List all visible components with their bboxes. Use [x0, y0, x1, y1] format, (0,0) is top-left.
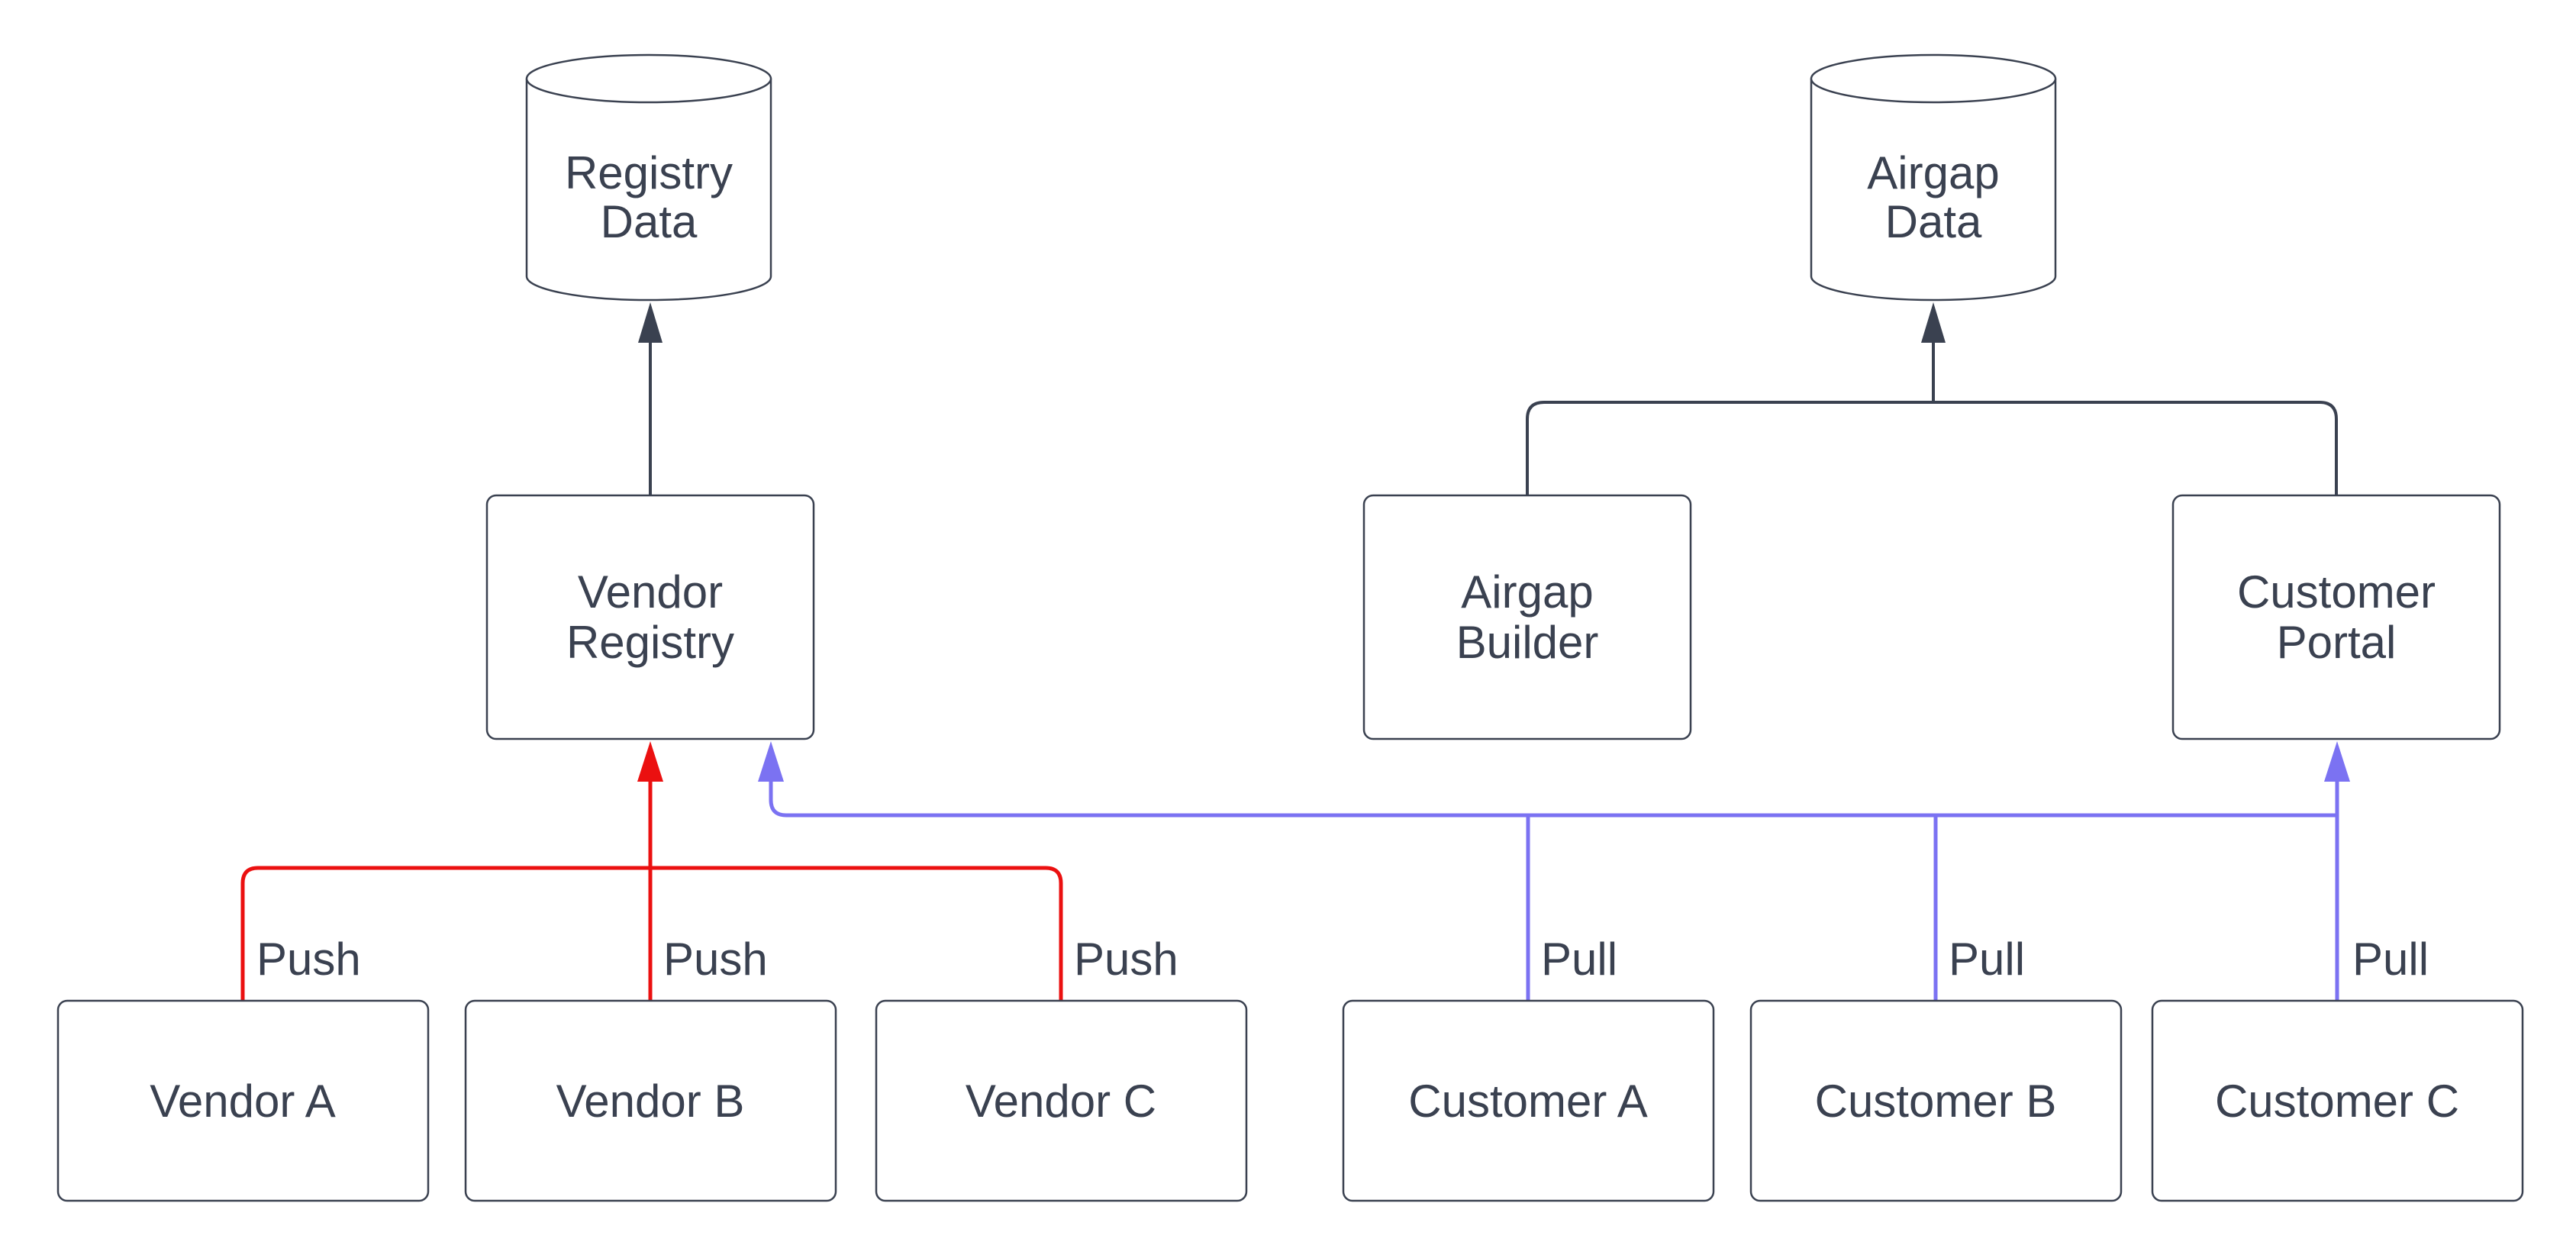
customer-a-box: Customer A	[1342, 999, 1715, 1202]
node-label: Registry	[565, 147, 733, 198]
pull-edge-to-vendor-registry	[769, 779, 2337, 818]
customer-c-box: Customer C	[2151, 999, 2524, 1202]
arrowhead	[637, 741, 663, 782]
push-edge-vendor-a	[240, 866, 650, 1001]
push-label-vendor-b: Push	[663, 934, 768, 985]
box-shape	[485, 494, 815, 740]
push-edge-vendor-c	[650, 866, 1063, 1001]
node-label: Customer	[2237, 566, 2436, 618]
node-label: Vendor	[578, 566, 723, 618]
arrowhead	[638, 302, 663, 343]
cylinder-top	[1810, 53, 2057, 104]
vendor-c-box: Vendor C	[875, 999, 1248, 1202]
vendor-registry-box: Vendor Registry	[485, 494, 815, 740]
box-shape	[1342, 999, 1715, 1202]
pull-label-customer-b: Pull	[1949, 934, 2025, 985]
airgap-builder-box: Airgap Builder	[1362, 494, 1692, 740]
node-label: Vendor C	[966, 1076, 1156, 1127]
push-connectors	[240, 741, 1063, 1001]
arrowhead	[2324, 741, 2350, 782]
cylinder-body	[1810, 79, 2057, 302]
box-shape	[2151, 999, 2524, 1202]
customer-b-box: Customer B	[1749, 999, 2123, 1202]
airgap-data-cylinder: Airgap Data	[1810, 53, 2057, 302]
customer-portal-box: Customer Portal	[2171, 494, 2501, 740]
pull-label-customer-a: Pull	[1541, 934, 1617, 985]
node-label: Airgap	[1867, 147, 1999, 198]
node-label: Registry	[566, 617, 734, 668]
box-shape	[56, 999, 430, 1202]
vendor-b-box: Vendor B	[464, 999, 837, 1202]
dark-connectors	[638, 302, 2338, 495]
node-label: Customer B	[1815, 1076, 2057, 1127]
arrowhead	[758, 741, 784, 782]
vendor-a-box: Vendor A	[56, 999, 430, 1202]
registry-data-cylinder: Registry Data	[525, 53, 772, 302]
node-label: Data	[601, 196, 698, 247]
box-shape	[875, 999, 1248, 1202]
pull-label-customer-c: Pull	[2352, 934, 2429, 985]
node-label: Data	[1885, 196, 1982, 247]
cylinder-top	[525, 53, 772, 104]
arrowhead	[1921, 302, 1946, 343]
box-shape	[1362, 494, 1692, 740]
node-label: Vendor B	[556, 1076, 745, 1127]
cylinder-body	[525, 79, 772, 302]
edge-labels: Push Push Push Pull Pull Pull	[256, 934, 2429, 985]
push-label-vendor-c: Push	[1074, 934, 1178, 985]
box-shape	[1749, 999, 2123, 1202]
edge-airgap-builder-to-airgap-data	[1526, 401, 1933, 495]
edge-customer-portal-to-airgap-data	[1933, 401, 2338, 495]
node-label: Builder	[1456, 617, 1599, 668]
pull-connectors	[758, 741, 2350, 1001]
box-shape	[2171, 494, 2501, 740]
node-label: Portal	[2277, 617, 2397, 668]
node-label: Customer A	[1408, 1076, 1647, 1127]
box-shape	[464, 999, 837, 1202]
node-label: Vendor A	[150, 1076, 336, 1127]
push-label-vendor-a: Push	[256, 934, 361, 985]
node-label: Customer C	[2215, 1076, 2459, 1127]
node-label: Airgap	[1461, 566, 1593, 618]
